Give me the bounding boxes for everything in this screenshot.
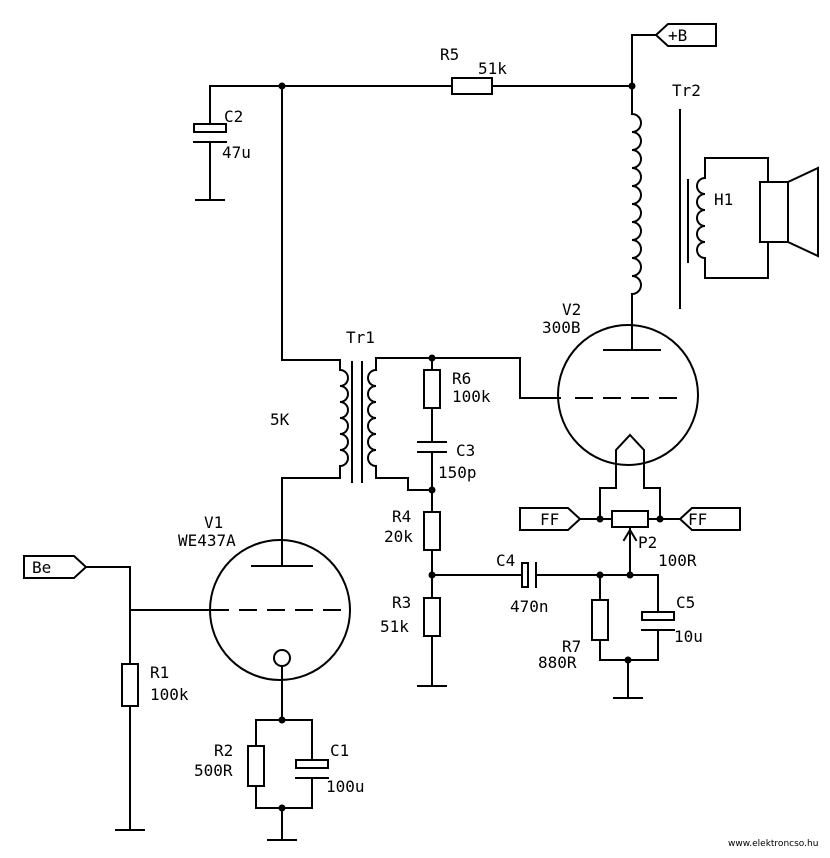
svg-text:R1: R1 bbox=[150, 663, 169, 682]
grid-lead-v2 bbox=[375, 354, 561, 399]
resistor-r5: R5 51k bbox=[440, 45, 507, 95]
tube-v2: V2 300B bbox=[542, 300, 699, 519]
svg-text:P2: P2 bbox=[638, 533, 657, 552]
svg-text:100R: 100R bbox=[658, 551, 697, 570]
ground-v2-cathode bbox=[599, 656, 659, 699]
svg-text:V2: V2 bbox=[562, 300, 581, 319]
svg-text:51k: 51k bbox=[380, 617, 409, 636]
resistor-r4: R4 20k bbox=[384, 507, 441, 599]
svg-text:FF: FF bbox=[540, 510, 559, 529]
svg-text:47u: 47u bbox=[222, 143, 251, 162]
svg-text:WE437A: WE437A bbox=[178, 531, 236, 550]
tube-v1: V1 WE437A bbox=[178, 477, 351, 721]
capacitor-c2: C2 47u bbox=[193, 85, 251, 201]
resistor-r3: R3 51k bbox=[380, 593, 447, 687]
svg-text:150p: 150p bbox=[438, 463, 477, 482]
input-connector: Be bbox=[23, 555, 215, 665]
watermark: www.elektroncso.hu bbox=[728, 839, 818, 849]
resistor-r1: R1 100k bbox=[115, 663, 189, 831]
svg-text:100u: 100u bbox=[326, 777, 365, 796]
svg-text:Be: Be bbox=[32, 558, 51, 577]
svg-text:100k: 100k bbox=[452, 387, 491, 406]
resistor-r6: R6 100k bbox=[423, 357, 491, 443]
transformer-tr2: Tr2 bbox=[631, 81, 769, 326]
capacitor-c1: C1 100u bbox=[295, 741, 365, 809]
ff-right-connector: FF bbox=[647, 507, 741, 531]
svg-text:Tr1: Tr1 bbox=[346, 328, 375, 347]
resistor-r2: R2 500R bbox=[194, 741, 265, 809]
svg-text:880R: 880R bbox=[538, 653, 577, 672]
resistor-r7: R7 880R bbox=[538, 574, 609, 672]
svg-text:R5: R5 bbox=[440, 45, 459, 64]
svg-text:R2: R2 bbox=[214, 741, 233, 760]
svg-text:R6: R6 bbox=[452, 369, 471, 388]
speaker-h1: H1 bbox=[714, 166, 819, 258]
svg-text:C1: C1 bbox=[330, 741, 349, 760]
cathode-node-v1 bbox=[255, 716, 313, 761]
svg-text:100k: 100k bbox=[150, 685, 189, 704]
svg-text:C2: C2 bbox=[224, 107, 243, 126]
svg-text:300B: 300B bbox=[542, 318, 581, 337]
svg-text:C4: C4 bbox=[496, 551, 515, 570]
svg-text:R7: R7 bbox=[562, 637, 581, 656]
potentiometer-p2: P2 100R bbox=[611, 510, 697, 576]
plus-b-connector: +B bbox=[654, 23, 717, 47]
transformer-tr1: Tr1 5K bbox=[270, 85, 377, 483]
ground-v1-cathode bbox=[255, 804, 313, 841]
svg-text:51k: 51k bbox=[478, 59, 507, 78]
svg-text:C3: C3 bbox=[456, 441, 475, 460]
node-r4-top bbox=[375, 477, 436, 513]
svg-text:R3: R3 bbox=[392, 593, 411, 612]
svg-text:+B: +B bbox=[668, 26, 687, 45]
svg-text:R4: R4 bbox=[392, 507, 411, 526]
svg-text:10u: 10u bbox=[674, 627, 703, 646]
svg-text:V1: V1 bbox=[204, 513, 223, 532]
svg-text:FF: FF bbox=[688, 510, 707, 529]
capacitor-c5: C5 10u bbox=[641, 574, 703, 661]
svg-text:Tr2: Tr2 bbox=[672, 81, 701, 100]
b-plus-rail bbox=[209, 34, 657, 109]
ff-left-connector: FF bbox=[519, 507, 613, 531]
svg-text:C5: C5 bbox=[676, 593, 695, 612]
capacitor-c3: C3 150p bbox=[417, 441, 477, 491]
svg-text:20k: 20k bbox=[384, 527, 413, 546]
svg-text:470n: 470n bbox=[510, 597, 549, 616]
svg-text:500R: 500R bbox=[194, 761, 233, 780]
svg-text:H1: H1 bbox=[714, 190, 733, 209]
svg-text:5K: 5K bbox=[270, 410, 290, 429]
capacitor-c4: C4 470n bbox=[431, 551, 659, 616]
